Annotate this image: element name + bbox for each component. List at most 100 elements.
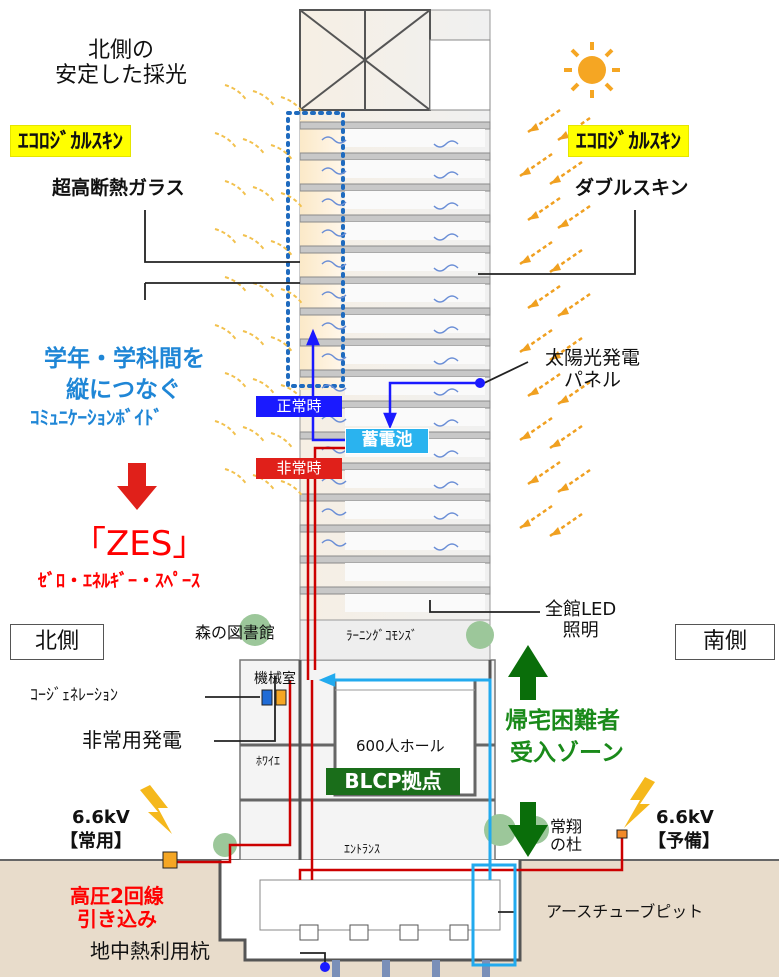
wind-squiggle (433, 512, 459, 520)
floor-space (345, 160, 485, 178)
solar-panel-label: 太陽光発電 パネル (545, 347, 641, 391)
learning-commons-label: ﾗｰﾆﾝｸﾞｺﾓﾝｽﾞ (346, 629, 418, 644)
emergency-badge: 非常時 (256, 458, 342, 480)
sunlight-arrowhead (558, 131, 569, 140)
sunlight-arrowhead (558, 219, 569, 228)
daylight-arrow (224, 372, 248, 390)
communication-void-outline (286, 111, 345, 388)
sunlight-arrowhead (528, 211, 539, 220)
daylight-arrow (252, 186, 276, 204)
arrow-up-icon (508, 645, 548, 700)
sunlight-arrowhead (558, 395, 569, 404)
wind-squiggle (433, 419, 459, 427)
daylight-arrow (214, 420, 238, 438)
sunlight-arrowhead (520, 343, 531, 352)
floor-space (345, 377, 485, 395)
lightning-icon (140, 785, 172, 834)
kv-right-sub: 【予備】 (648, 831, 720, 852)
refugee-label-1: 帰宅困難者 (505, 708, 620, 734)
floor-space (345, 253, 485, 271)
daylight-arrow (242, 330, 266, 348)
sunlight-arrowhead (528, 475, 539, 484)
sunlight-arrowhead (520, 255, 531, 264)
battery-badge: 蓄電池 (345, 428, 429, 454)
leader-lines (144, 210, 636, 965)
wind-squiggle (433, 357, 459, 365)
daylight-arrow (214, 228, 238, 246)
north-light-label: 北側の 安定した採光 (55, 38, 188, 89)
void-label-3: ｺﾐｭﾆｹｰｼｮﾝﾎﾞｲﾄﾞ (30, 407, 164, 429)
sunlight-arrowhead (550, 263, 561, 272)
floor-space (345, 532, 485, 550)
floor-slab (299, 307, 491, 316)
floor-slab (299, 245, 491, 254)
geothermal-label: 地中熱利用杭 (90, 939, 210, 963)
earth-tube-pit (471, 863, 517, 967)
arrow-down-icon (117, 463, 157, 510)
daylight-arrow (252, 90, 276, 108)
lightning-icon (624, 777, 655, 828)
intake-right (616, 829, 628, 839)
wind-squiggle (321, 508, 347, 516)
floor-slab (299, 586, 491, 595)
wind-squiggle (433, 171, 459, 179)
daylight-arrow (242, 138, 266, 156)
jousho-label: 常翔 の杜 (550, 817, 583, 855)
daylight-arrow (280, 288, 304, 306)
floor-space (345, 470, 485, 488)
wind-squiggle (321, 260, 347, 268)
floor-space (345, 346, 485, 364)
floor-space (345, 315, 485, 333)
sunlight-arrowhead (550, 351, 561, 360)
daylight-arrow (252, 474, 276, 492)
sunlight-arrowhead (520, 431, 531, 440)
wind-squiggle (433, 295, 459, 303)
wind-squiggle (321, 136, 347, 144)
wind-squiggle (433, 264, 459, 272)
north-side-label: 北側 (10, 624, 104, 660)
sun-icon (564, 42, 620, 98)
basement (218, 860, 522, 977)
floor-space (345, 563, 485, 581)
entrance-label: ｴﾝﾄﾗﾝｽ (344, 842, 381, 856)
daylight-arrow (214, 132, 238, 150)
daylight-arrow (270, 240, 294, 258)
earth-tube-label: アースチューブピット (546, 902, 704, 921)
daylight-arrow (242, 426, 266, 444)
sunlight-arrowhead (528, 123, 539, 132)
floor-slab (299, 183, 491, 192)
led-label: 全館LED 照明 (545, 599, 617, 641)
wind-squiggle (433, 202, 459, 210)
daylight-arrow (280, 480, 304, 498)
sunlight-arrows (519, 108, 591, 538)
daylight-arrow (270, 144, 294, 162)
sunlight-arrowhead (550, 439, 561, 448)
floor-slab (299, 369, 491, 378)
hall-label: 600人ホール (356, 737, 445, 755)
kv-left-sub: 【常用】 (60, 831, 132, 852)
kv-right: 6.6kV (656, 807, 714, 828)
sunlight-arrowhead (558, 307, 569, 316)
sunlight-arrowhead (550, 527, 561, 536)
forest-library-label: 森の図書館 (195, 623, 276, 642)
floor-slab (299, 524, 491, 533)
sunlight-arrowhead (528, 299, 539, 308)
cogeneration-unit (261, 689, 273, 706)
geothermal-node (320, 962, 330, 972)
sunlight-arrowhead (520, 167, 531, 176)
wind-squiggle (433, 140, 459, 148)
sunlight-arrowhead (528, 387, 539, 396)
machine-room-label: 機械室 (254, 671, 296, 687)
floor-space (345, 284, 485, 302)
daylight-arrows (214, 84, 304, 498)
tower-floors (299, 121, 491, 612)
floor-space (345, 501, 485, 519)
floor-slab (299, 338, 491, 347)
daylight-arrow (224, 84, 248, 102)
daylight-arrow (280, 192, 304, 210)
wind-squiggle (433, 450, 459, 458)
daylight-arrow (242, 234, 266, 252)
floor-slab (299, 493, 491, 502)
normal-badge: 正常時 (256, 396, 342, 418)
